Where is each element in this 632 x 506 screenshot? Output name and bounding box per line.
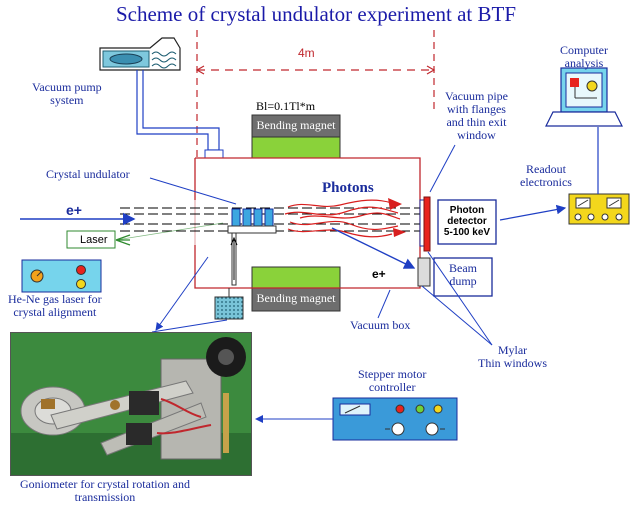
photon-detector-red: [423, 196, 431, 252]
field-integral-label: Bl=0.1Tl*m: [256, 99, 316, 113]
bending-magnet-top-label: Bending magnet: [256, 118, 336, 132]
laser-box: [66, 230, 116, 249]
pump-flange: [204, 149, 224, 159]
pointer-vacuum-pipe: [429, 144, 456, 193]
pointer-goniometer-motor: [151, 319, 228, 333]
beam-dump-box: [433, 257, 493, 297]
readout-electronics-label: Readout electronics: [520, 162, 572, 189]
diagram-title: Scheme of crystal undulator experiment a…: [115, 2, 517, 26]
vacuum-box-label: Vacuum box: [350, 318, 411, 332]
goniometer-photo: [10, 332, 252, 476]
vacuum-pipe-label: Vacuum pipe with flanges and thin exit w…: [445, 89, 508, 142]
photon-detector-label: Photon detector 5-100 keV: [443, 205, 491, 238]
photon-detector-box: [437, 199, 497, 245]
pump-pipe: [136, 70, 220, 151]
bending-magnet-bottom-label: Bending magnet: [256, 291, 336, 305]
mylar-label: Mylar Thin windows: [478, 343, 547, 370]
goniometer-photo-graphic: [11, 333, 251, 475]
stepper-motor-controller-icon: [332, 397, 458, 441]
goniometer-motor-box: [214, 296, 244, 320]
computer-icon: [545, 67, 623, 127]
readout-electronics-icon: [568, 193, 630, 225]
photon-waves: [284, 199, 401, 238]
deflected-beam: [331, 227, 416, 269]
exit-window: [419, 199, 425, 247]
laser-label: Laser: [80, 234, 108, 246]
pointer-mylar-2: [427, 251, 493, 346]
pointer-vacuum-box: [377, 289, 391, 319]
pointer-mylar-1: [421, 285, 493, 346]
he-ne-laser-label: He-Ne gas laser for crystal alignment: [8, 292, 102, 319]
vacuum-pump-icon: [99, 37, 181, 71]
computer-analysis-label: Computer analysis: [560, 43, 608, 70]
bending-magnet-top-pole: [251, 136, 341, 159]
crystal-undulator-icon: [227, 208, 277, 286]
vacuum-box: [194, 157, 421, 289]
he-ne-laser-panel: [21, 259, 102, 293]
goniometer-label: Goniometer for crystal rotation and tran…: [20, 477, 190, 504]
positron-inside-label: e+: [372, 267, 386, 281]
photons-label: Photons: [322, 180, 374, 196]
stepper-controller-label: Stepper motor controller: [358, 367, 427, 394]
beam-dump-label: Beam dump: [449, 261, 477, 288]
vacuum-pump-label: Vacuum pump system: [32, 80, 102, 107]
beam-dump-block: [417, 257, 431, 287]
pointer-goniometer-arrow: [155, 256, 209, 331]
distance-label: 4m: [298, 46, 315, 60]
pointer-crystal-undulator: [149, 177, 237, 205]
crystal-undulator-label: Crystal undulator: [46, 167, 130, 181]
bending-magnet-bottom-pole: [251, 266, 341, 289]
detector-to-readout-arrow: [499, 204, 567, 221]
positron-beam-label: e+: [66, 202, 82, 218]
